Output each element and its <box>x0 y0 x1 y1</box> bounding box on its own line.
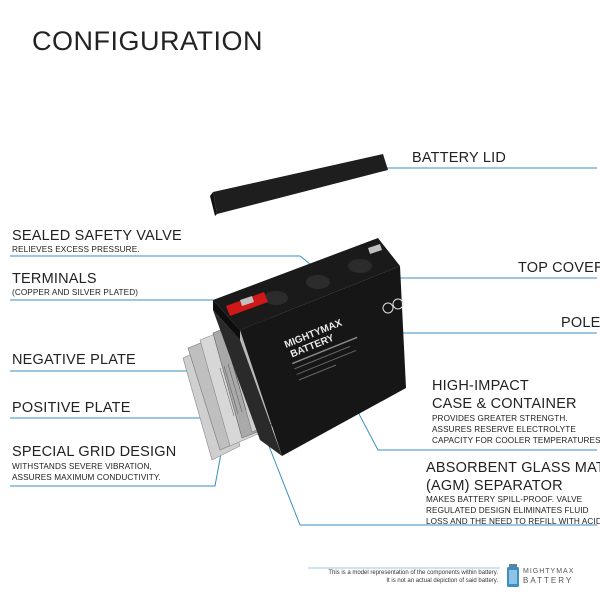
footnote-line-1: This is a model representation of the co… <box>328 570 498 576</box>
label-high-impact-1: HIGH-IMPACT <box>432 378 529 394</box>
label-negative-plate: NEGATIVE PLATE <box>12 352 136 368</box>
label-high-impact-2: CASE & CONTAINER <box>432 396 577 412</box>
label-pole: POLE <box>561 315 600 331</box>
special-grid-desc-1: WITHSTANDS SEVERE VIBRATION, <box>12 462 152 471</box>
logo-line-1: MIGHTYMAX <box>523 568 575 575</box>
high-impact-desc-3: CAPACITY FOR COOLER TEMPERATURES. <box>432 436 600 445</box>
footnote-line-2: It is not an actual depiction of said ba… <box>386 578 498 584</box>
logo-line-2: BATTERY <box>523 576 574 585</box>
terminals-desc: (COPPER AND SILVER PLATED) <box>12 288 139 297</box>
battery-lid-graphic <box>210 154 388 216</box>
agm-desc-1: MAKES BATTERY SPILL-PROOF. VALVE <box>426 495 583 504</box>
agm-desc-3: LOSS AND THE NEED TO REFILL WITH ACID. <box>426 517 600 526</box>
label-positive-plate: POSITIVE PLATE <box>12 400 131 416</box>
leader-special-grid <box>10 447 223 487</box>
label-sealed-safety-valve: SEALED SAFETY VALVE <box>12 228 182 244</box>
page-title: CONFIGURATION <box>32 26 263 56</box>
battery-illustration: MIGHTYMAX BATTERY <box>182 238 406 461</box>
label-terminals: TERMINALS <box>12 271 97 287</box>
label-top-cover: TOP COVER <box>518 260 600 276</box>
agm-desc-2: REGULATED DESIGN ELIMINATES FLUID <box>426 506 589 515</box>
battery-logo-icon <box>507 564 519 587</box>
sealed-safety-valve-desc: RELIEVES EXCESS PRESSURE. <box>12 245 140 254</box>
footnote: This is a model representation of the co… <box>300 569 498 585</box>
special-grid-desc-2: ASSURES MAXIMUM CONDUCTIVITY. <box>12 473 161 482</box>
high-impact-desc-2: ASSURES RESERVE ELECTROLYTE <box>432 425 576 434</box>
label-agm-1: ABSORBENT GLASS MAT <box>426 460 600 476</box>
battery-body: MIGHTYMAX BATTERY <box>213 238 406 456</box>
mightymax-logo: MIGHTYMAX BATTERY <box>506 564 596 590</box>
label-special-grid: SPECIAL GRID DESIGN <box>12 444 177 460</box>
leader-agm <box>264 435 597 526</box>
high-impact-desc-1: PROVIDES GREATER STRENGTH. <box>432 414 568 423</box>
label-battery-lid: BATTERY LID <box>412 150 507 166</box>
label-agm-2: (AGM) SEPARATOR <box>426 478 563 494</box>
